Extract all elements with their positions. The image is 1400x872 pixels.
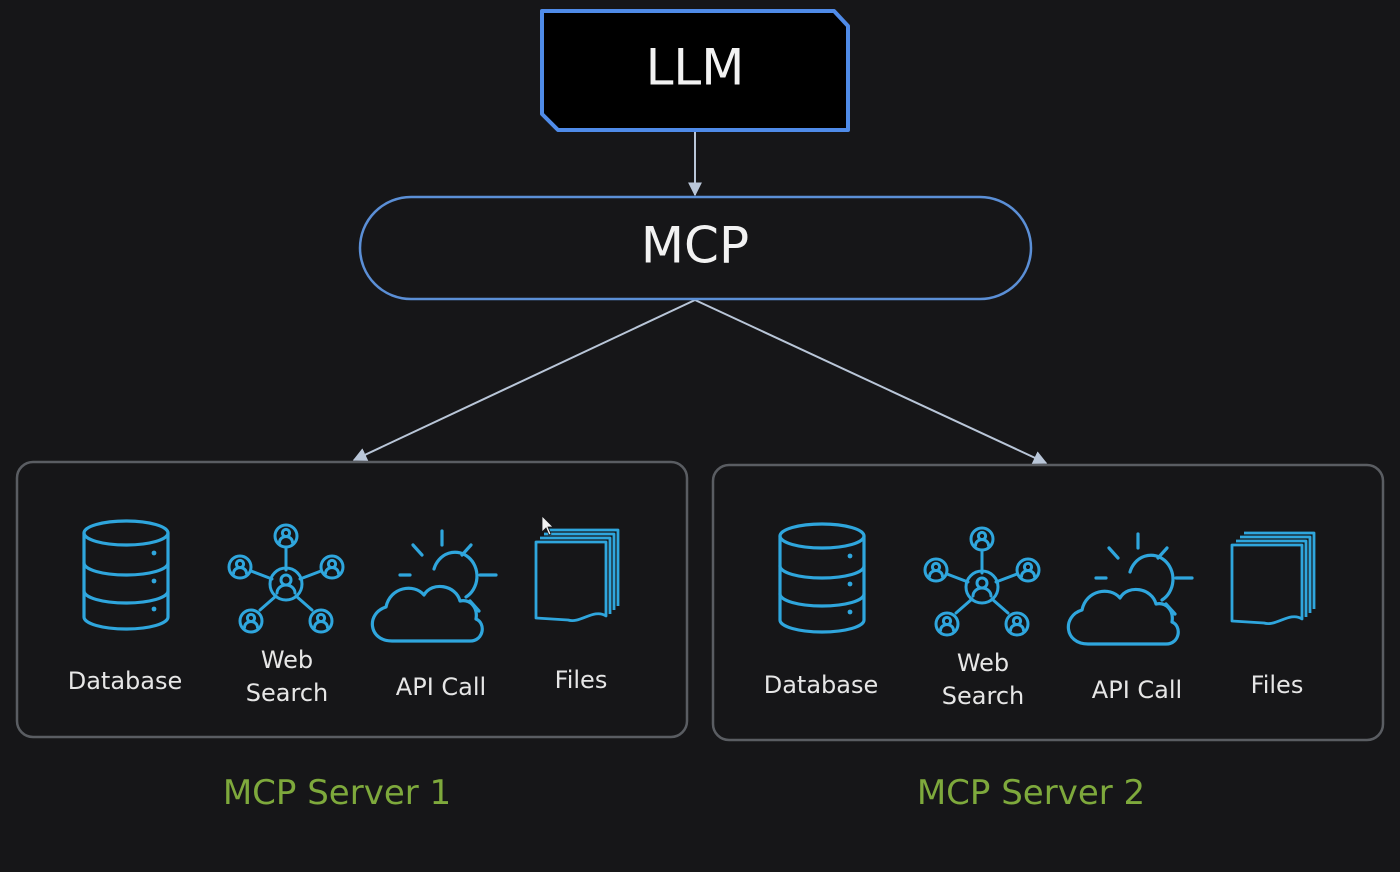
server-2-title: MCP Server 2 — [917, 773, 1145, 813]
server-2-web-search-label-line-2: Search — [942, 682, 1024, 710]
server-2-api-call-label: API Call — [1092, 676, 1182, 704]
llm-label: LLM — [646, 39, 745, 97]
server-1-title: MCP Server 1 — [223, 773, 451, 813]
mcp-pill — [358, 195, 1033, 301]
cloud-sun-icon — [1066, 532, 1194, 646]
server-1-web-search-label-line-1: Web — [261, 646, 313, 674]
server-1-box — [15, 460, 689, 739]
connectors — [352, 130, 1048, 465]
database-icon — [82, 519, 170, 631]
server-2-files-label: Files — [1251, 671, 1304, 699]
server-1-api-call-label: API Call — [396, 673, 486, 701]
server-1-database-label: Database — [68, 667, 183, 695]
server-1-files-label: Files — [555, 666, 608, 694]
server-1-web-search-label-line-2: Search — [246, 679, 328, 707]
mcp-server-1: Database Web Search API Call Files MCP S… — [15, 460, 689, 813]
mcp-label: MCP — [641, 217, 749, 275]
server-2-database-label: Database — [764, 671, 879, 699]
files-icon — [534, 528, 620, 623]
database-icon — [778, 522, 866, 634]
mcp-to-server-2-arrow — [694, 299, 1048, 465]
mcp-node: MCP — [358, 195, 1033, 301]
mcp-to-server-1-arrow — [352, 299, 696, 461]
mouse-cursor-icon — [541, 515, 554, 536]
llm-box — [540, 9, 850, 132]
network-icon — [925, 528, 1039, 635]
server-2-web-search-label-line-1: Web — [957, 649, 1009, 677]
server-2-box — [711, 463, 1385, 742]
files-icon — [1230, 531, 1316, 626]
llm-node: LLM — [540, 9, 850, 132]
mcp-server-2: Database Web Search API Call Files MCP S… — [711, 463, 1385, 813]
cloud-sun-icon — [370, 529, 498, 643]
network-icon — [229, 525, 343, 632]
